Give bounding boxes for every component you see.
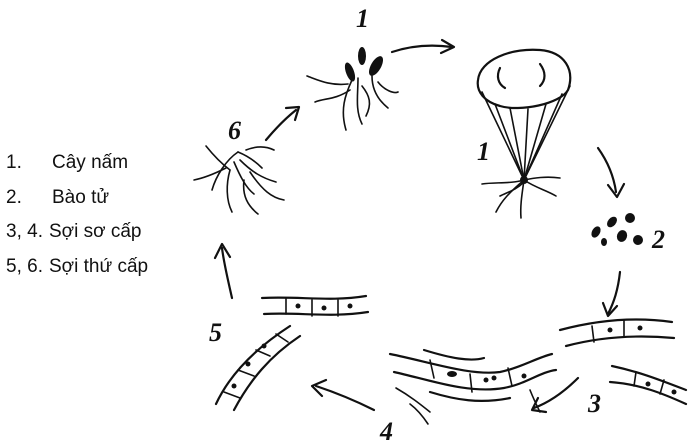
primary-hyphae-stage-4 bbox=[390, 350, 556, 424]
label-secondary-hyphae-6: 6 bbox=[228, 116, 241, 145]
arrow-spores-to-hyphae bbox=[603, 272, 620, 316]
label-primary-hyphae-3: 3 bbox=[587, 389, 601, 418]
label-spores: 2 bbox=[651, 225, 665, 254]
arrow-hyphae-3-to-4 bbox=[532, 378, 578, 412]
arrow-hyphae-5-to-6 bbox=[215, 244, 232, 298]
label-secondary-hyphae-5: 5 bbox=[209, 318, 222, 347]
label-mature-mushroom: 1 bbox=[477, 137, 490, 166]
secondary-hyphae-stage-6 bbox=[194, 146, 284, 214]
label-primary-hyphae-4: 4 bbox=[379, 417, 393, 442]
arrow-hyphae-6-to-primordia bbox=[266, 107, 299, 140]
secondary-hyphae-stage-5 bbox=[216, 296, 368, 410]
arrow-mushroom-to-spores bbox=[598, 148, 624, 197]
young-mushroom-primordia bbox=[307, 47, 398, 130]
primary-hyphae-stage-3 bbox=[560, 320, 686, 404]
arrow-hyphae-4-to-5 bbox=[312, 380, 374, 410]
mature-mushroom bbox=[478, 50, 570, 218]
spores bbox=[590, 213, 643, 246]
arrow-primordia-to-mushroom bbox=[392, 40, 454, 53]
label-young-mushroom: 1 bbox=[356, 4, 369, 33]
